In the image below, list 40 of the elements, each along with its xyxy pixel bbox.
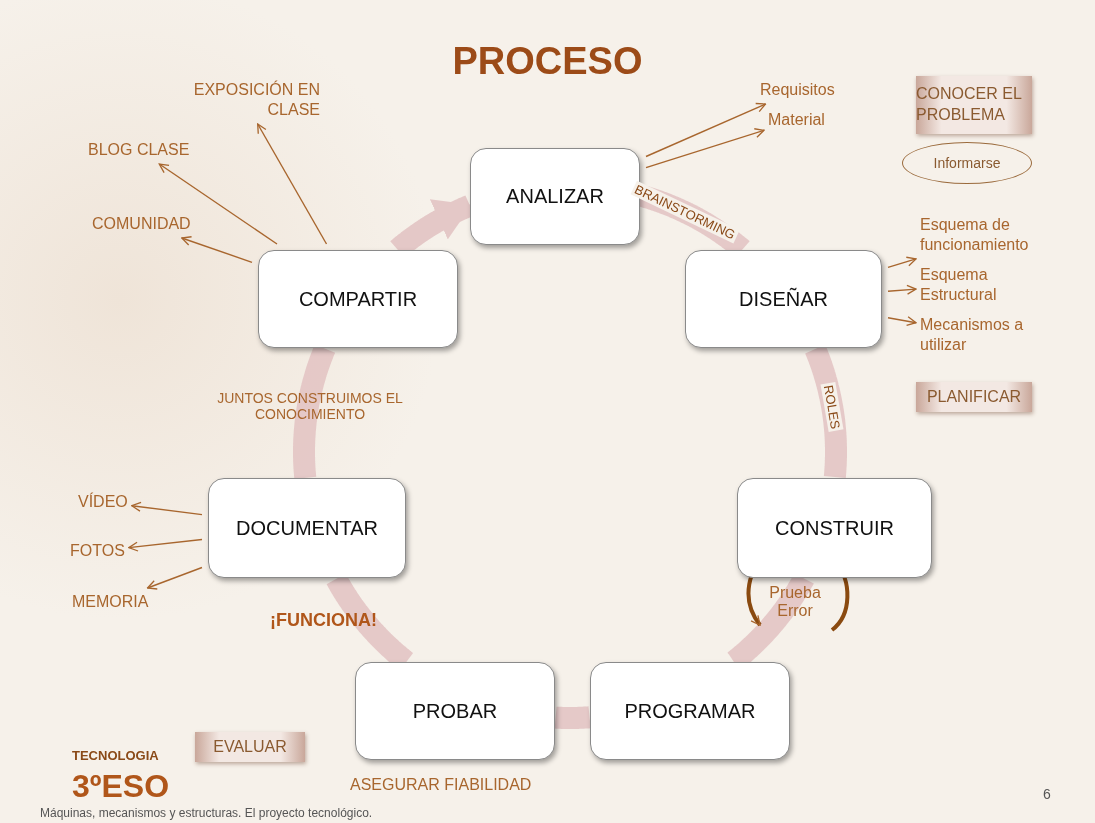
- arrow: [645, 102, 767, 158]
- arrow: [146, 566, 203, 590]
- stage-label: PLANIFICAR: [916, 382, 1032, 412]
- label-text: JUNTOS CONSTRUIMOS EL CONOCIMIENTO: [216, 390, 404, 422]
- arrow: [131, 501, 203, 516]
- arrow: [257, 123, 328, 245]
- title: PROCESO: [451, 40, 644, 83]
- label-text: ¡FUNCIONA!: [270, 610, 377, 631]
- annotation-text: EXPOSICIÓN EN CLASE: [168, 80, 320, 120]
- annotation-text: VÍDEO: [78, 492, 128, 512]
- annotation-text: BLOG CLASE: [88, 140, 190, 160]
- arrow: [128, 538, 203, 552]
- arrow: [181, 236, 253, 263]
- arrow: [887, 284, 917, 295]
- process-box: CONSTRUIR: [737, 478, 932, 578]
- stage-label: EVALUAR: [195, 732, 305, 762]
- label-text: TECNOLOGIA: [72, 748, 159, 763]
- stage-label: CONOCER EL PROBLEMA: [916, 76, 1032, 134]
- annotation-text: COMUNIDAD: [92, 214, 191, 234]
- label-text: 6: [1043, 786, 1051, 802]
- label-text: Máquinas, mecanismos y estructuras. El proyecto tecnológico.: [40, 806, 373, 820]
- annotation-text: FOTOS: [70, 541, 125, 561]
- process-box: COMPARTIR: [258, 250, 458, 348]
- annotation-text: Requisitos: [760, 80, 835, 100]
- annotation-text: MEMORIA: [72, 592, 149, 612]
- annotation-text: Esquema de funcionamiento: [920, 215, 1070, 255]
- arrow: [887, 316, 917, 327]
- label-text: Prueba Error: [768, 584, 822, 620]
- arrow: [887, 256, 917, 269]
- label-text: ASEGURAR FIABILIDAD: [350, 776, 532, 794]
- arrow: [158, 163, 278, 245]
- annotation-text: Mecanismos a utilizar: [920, 315, 1050, 355]
- annotation-text: Material: [768, 110, 825, 130]
- process-box: PROGRAMAR: [590, 662, 790, 760]
- annotation-text: Esquema Estructural: [920, 265, 1020, 305]
- process-box: DOCUMENTAR: [208, 478, 406, 578]
- process-box: DISEÑAR: [685, 250, 882, 348]
- process-box: PROBAR: [355, 662, 555, 760]
- arrow: [645, 128, 765, 169]
- label-text: 3ºESO: [72, 768, 170, 805]
